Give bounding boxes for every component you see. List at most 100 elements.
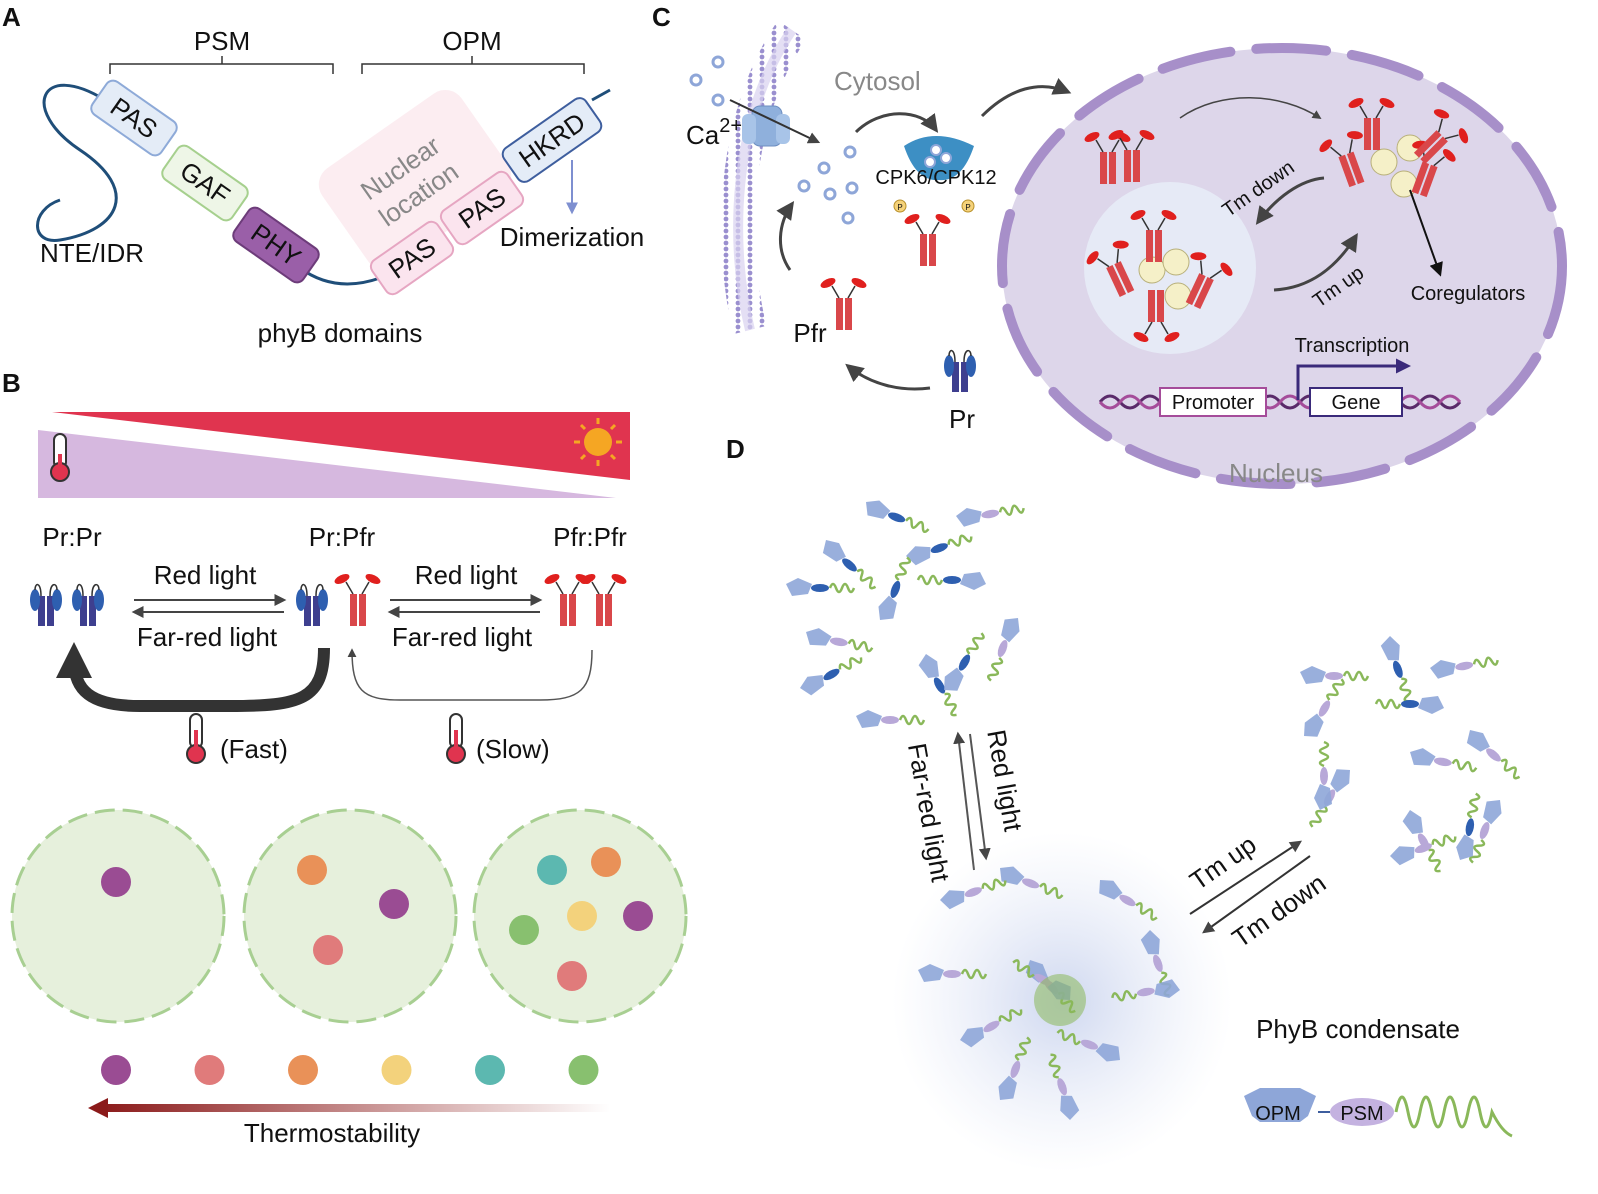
phy-domain: PHY [232, 206, 320, 284]
pr-to-pfr-arrow [845, 363, 931, 391]
tm-up-arrow-d [1189, 840, 1303, 915]
nuclear-location-region [318, 89, 512, 271]
prpr-dimer-icon [29, 583, 105, 627]
opm-bracket [361, 56, 585, 74]
red-label-d: Red light [981, 727, 1028, 834]
gaf-domain: GAF [161, 144, 249, 222]
hkrd-domain: HKRD [501, 97, 603, 183]
cytosolic-pr [943, 349, 977, 393]
sun-icon [574, 418, 622, 466]
thermostability-dot [475, 1055, 505, 1085]
thermostability-arrowhead [88, 1098, 108, 1118]
calcium-ions [689, 55, 859, 225]
promoter-label: Promoter [1172, 392, 1255, 414]
condensate-dispersed [1314, 95, 1476, 204]
dimerization-label: Dimerization [500, 222, 645, 252]
svg-text:P: P [965, 203, 970, 212]
coregulators-label: Coregulators [1411, 283, 1526, 305]
cytosol-label: Cytosol [834, 66, 921, 96]
calcium-to-cpk-arrow [854, 112, 939, 134]
far-red-arrow-d [953, 731, 975, 871]
svg-text:P: P [897, 203, 902, 212]
calcium-influx-arrow [729, 99, 821, 144]
thermostability-dot [101, 1055, 131, 1085]
prpfr-label: Pr:Pfr [309, 522, 376, 552]
thermostability-dot [381, 1055, 412, 1085]
condensate-compact [1080, 207, 1239, 345]
to-condensate-arrow [1179, 97, 1322, 119]
cell-2 [242, 808, 458, 1024]
tm-up-arrow-c [1273, 232, 1358, 292]
temperature-gradient-wedge [38, 430, 616, 498]
pas3-domain: PAS [439, 170, 525, 246]
calcium-label: Ca2+ [686, 115, 742, 150]
thermometer-fast-icon [186, 713, 206, 764]
psm-label: PSM [194, 26, 250, 56]
coregulators-arrow [1409, 189, 1443, 277]
slow-label: (Slow) [476, 734, 550, 764]
pas1-domain: PAS [90, 79, 178, 157]
cell-1 [10, 808, 226, 1024]
far-red-label-d: Far-red light [902, 741, 956, 885]
dispersed-phyb-pfr [1297, 632, 1528, 877]
prpr-label: Pr:Pr [42, 522, 102, 552]
cpk-complex [904, 136, 974, 181]
nuclear-import-arrow [980, 78, 1072, 118]
svg-text:PSM: PSM [1340, 1103, 1383, 1125]
thermometer-slow-icon [446, 713, 466, 764]
linker-line [299, 266, 381, 286]
panel-b-label: B [2, 368, 21, 398]
calcium-channel [742, 105, 790, 147]
c-term-line [591, 88, 611, 102]
pfr-label: Pfr [793, 318, 827, 348]
tm-up-label-d: Tm up [1184, 829, 1262, 896]
panel-d-label: D [726, 434, 745, 464]
red-light-label-1: Red light [154, 560, 257, 590]
phosphorylated-pfr: P P [893, 199, 975, 267]
condensate-units [916, 861, 1183, 1124]
thermostability-dot [288, 1055, 318, 1085]
nucleus-label: Nucleus [1229, 458, 1323, 488]
tm-down-arrow-c [1255, 176, 1325, 225]
slow-reversion-arrow [347, 648, 593, 701]
thermostability-scale [101, 1055, 599, 1085]
dispersed-phyb-pr [784, 495, 1027, 730]
far-red-label-2: Far-red light [392, 622, 533, 652]
transcription-arrow [1296, 358, 1411, 400]
fast-label: (Fast) [220, 734, 288, 764]
gene-label: Gene [1332, 392, 1381, 414]
thermostability-dot [194, 1055, 225, 1085]
nucleus [1002, 48, 1562, 484]
thermostability-bar [100, 1104, 610, 1112]
cell-3 [472, 808, 688, 1024]
red-arrow-d [969, 733, 991, 861]
legend-opm: OPM [1244, 1088, 1316, 1125]
thermostability-label: Thermostability [244, 1118, 420, 1148]
phyb-condensate-label: PhyB condensate [1256, 1014, 1460, 1044]
psm-bracket [109, 56, 334, 74]
thermometer-icon [50, 433, 70, 482]
nte-idr-line [36, 83, 118, 242]
fast-reversion-arrow [56, 642, 330, 712]
legend-psm: PSM [1330, 1098, 1394, 1126]
cpk-label: CPK6/CPK12 [875, 167, 996, 189]
prpfr-dimer-icon [295, 571, 383, 627]
panel-c-label: C [652, 2, 671, 32]
thermostability-dot [568, 1055, 599, 1085]
red-light-label-2: Red light [415, 560, 518, 590]
nte-idr-label: NTE/IDR [40, 238, 144, 268]
panel-a-label: A [2, 2, 21, 32]
opm-label: OPM [442, 26, 501, 56]
pfrpfr-dimer-icon [542, 571, 629, 627]
promoter-box [1159, 387, 1267, 417]
tm-down-arrow-d [1202, 855, 1311, 934]
nuclear-envelope [997, 43, 1567, 489]
far-red-label-1: Far-red light [137, 622, 278, 652]
light-gradient-wedge [52, 412, 630, 480]
svg-text:OPM: OPM [1255, 1103, 1301, 1125]
pfrpfr-label: Pfr:Pfr [553, 522, 627, 552]
pr-label: Pr [949, 404, 975, 434]
membrane-core [733, 27, 797, 332]
transcription-label: Transcription [1295, 335, 1410, 357]
legend-idr [1394, 1095, 1513, 1138]
